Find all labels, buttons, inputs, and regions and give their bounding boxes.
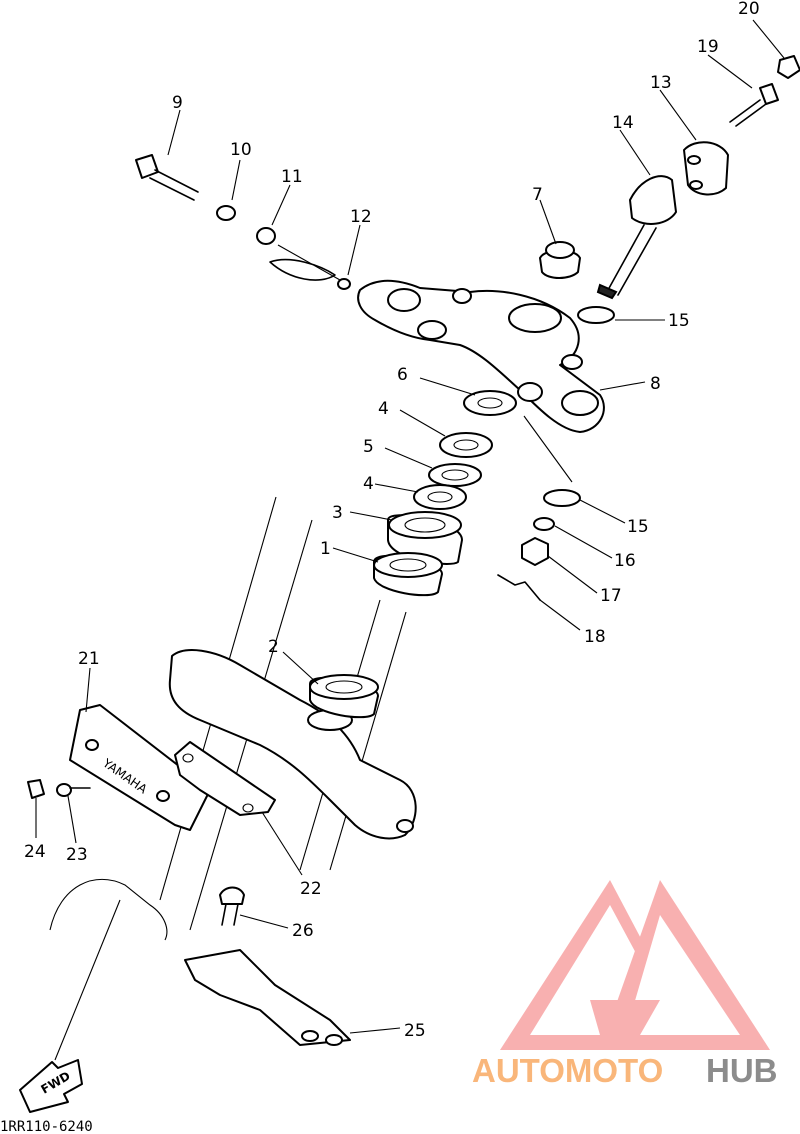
- part-17-nut: [521, 537, 549, 566]
- callout-22: 22: [300, 879, 322, 899]
- part-25-bracket: [184, 949, 351, 1046]
- callout-5: 5: [363, 437, 374, 457]
- callout-19: 19: [697, 37, 719, 57]
- diagram-code: 1RR110-6240: [0, 1119, 93, 1134]
- callout-21: 21: [78, 649, 100, 669]
- part-6-lock-washer: [463, 390, 517, 416]
- leader-lines: [35, 19, 785, 1034]
- under-bracket: [168, 649, 417, 840]
- part-18-lock-plate: [497, 574, 541, 601]
- part-5-washer: [428, 463, 482, 487]
- callout-24: 24: [24, 842, 46, 862]
- callout-2: 2: [268, 637, 279, 657]
- callout-23: 23: [66, 845, 88, 865]
- callout-17: 17: [600, 586, 622, 606]
- callout-10: 10: [230, 140, 252, 160]
- part-24-nut: [27, 779, 45, 799]
- part-4-ring-nut-upper: [439, 432, 493, 458]
- callout-20: 20: [738, 0, 760, 19]
- part-3-cover: [387, 511, 463, 565]
- part-21-emblem-plate: YAMAHA: [69, 704, 211, 831]
- part-16-lock-washer: [533, 517, 555, 531]
- part-15-washer-lower: [543, 489, 581, 507]
- part-9-bolt: [135, 154, 199, 201]
- part-14-handlebar-holder: [596, 175, 677, 300]
- callout-8: 8: [650, 374, 661, 394]
- upper-bracket: [357, 279, 605, 433]
- callout-3: 3: [332, 503, 343, 523]
- part-15-washer-upper: [577, 306, 615, 324]
- part-11-washer: [256, 227, 276, 245]
- part-7-cap-nut: [539, 241, 581, 279]
- callout-16: 16: [614, 551, 636, 571]
- part-2-bearing: [309, 674, 379, 719]
- part-1-bearing: [373, 552, 443, 597]
- callout-7: 7: [532, 185, 543, 205]
- part-12-clip: [269, 258, 351, 290]
- callout-4-lower: 4: [363, 474, 374, 494]
- callout-25: 25: [404, 1021, 426, 1041]
- watermark-logo: [500, 880, 770, 1050]
- callout-14: 14: [612, 113, 634, 133]
- callout-9: 9: [172, 93, 183, 113]
- watermark-text-auto: AUTOMOTO: [472, 1052, 663, 1089]
- callout-labels: 1 2 3 4 4 5 6 7 8 9 10 11 12 13 14 15 15…: [24, 0, 760, 1041]
- fork-lower-slider: [49, 878, 168, 941]
- callout-26: 26: [292, 921, 314, 941]
- part-10-lock-washer: [216, 205, 236, 221]
- part-13-upper-holder: [683, 141, 729, 196]
- part-20-cap: [777, 55, 800, 79]
- callout-6: 6: [397, 365, 408, 385]
- part-23-bolt: [56, 783, 91, 797]
- callout-13: 13: [650, 73, 672, 93]
- callout-15-lower: 15: [627, 517, 649, 537]
- part-22-bracket: [174, 741, 276, 816]
- part-4-ring-nut-lower: [413, 484, 467, 510]
- watermark-text-hub: HUB: [706, 1052, 778, 1089]
- fwd-arrow-icon: FWD: [19, 1059, 83, 1113]
- callout-1: 1: [320, 539, 331, 559]
- part-19-bolt: [729, 83, 779, 127]
- callout-15-upper: 15: [668, 311, 690, 331]
- callout-11: 11: [281, 167, 303, 187]
- part-26-bolt: [219, 886, 245, 926]
- callout-18: 18: [584, 627, 606, 647]
- callout-4-upper: 4: [378, 399, 389, 419]
- fork-leg-lower: [54, 899, 121, 1061]
- callout-12: 12: [350, 207, 372, 227]
